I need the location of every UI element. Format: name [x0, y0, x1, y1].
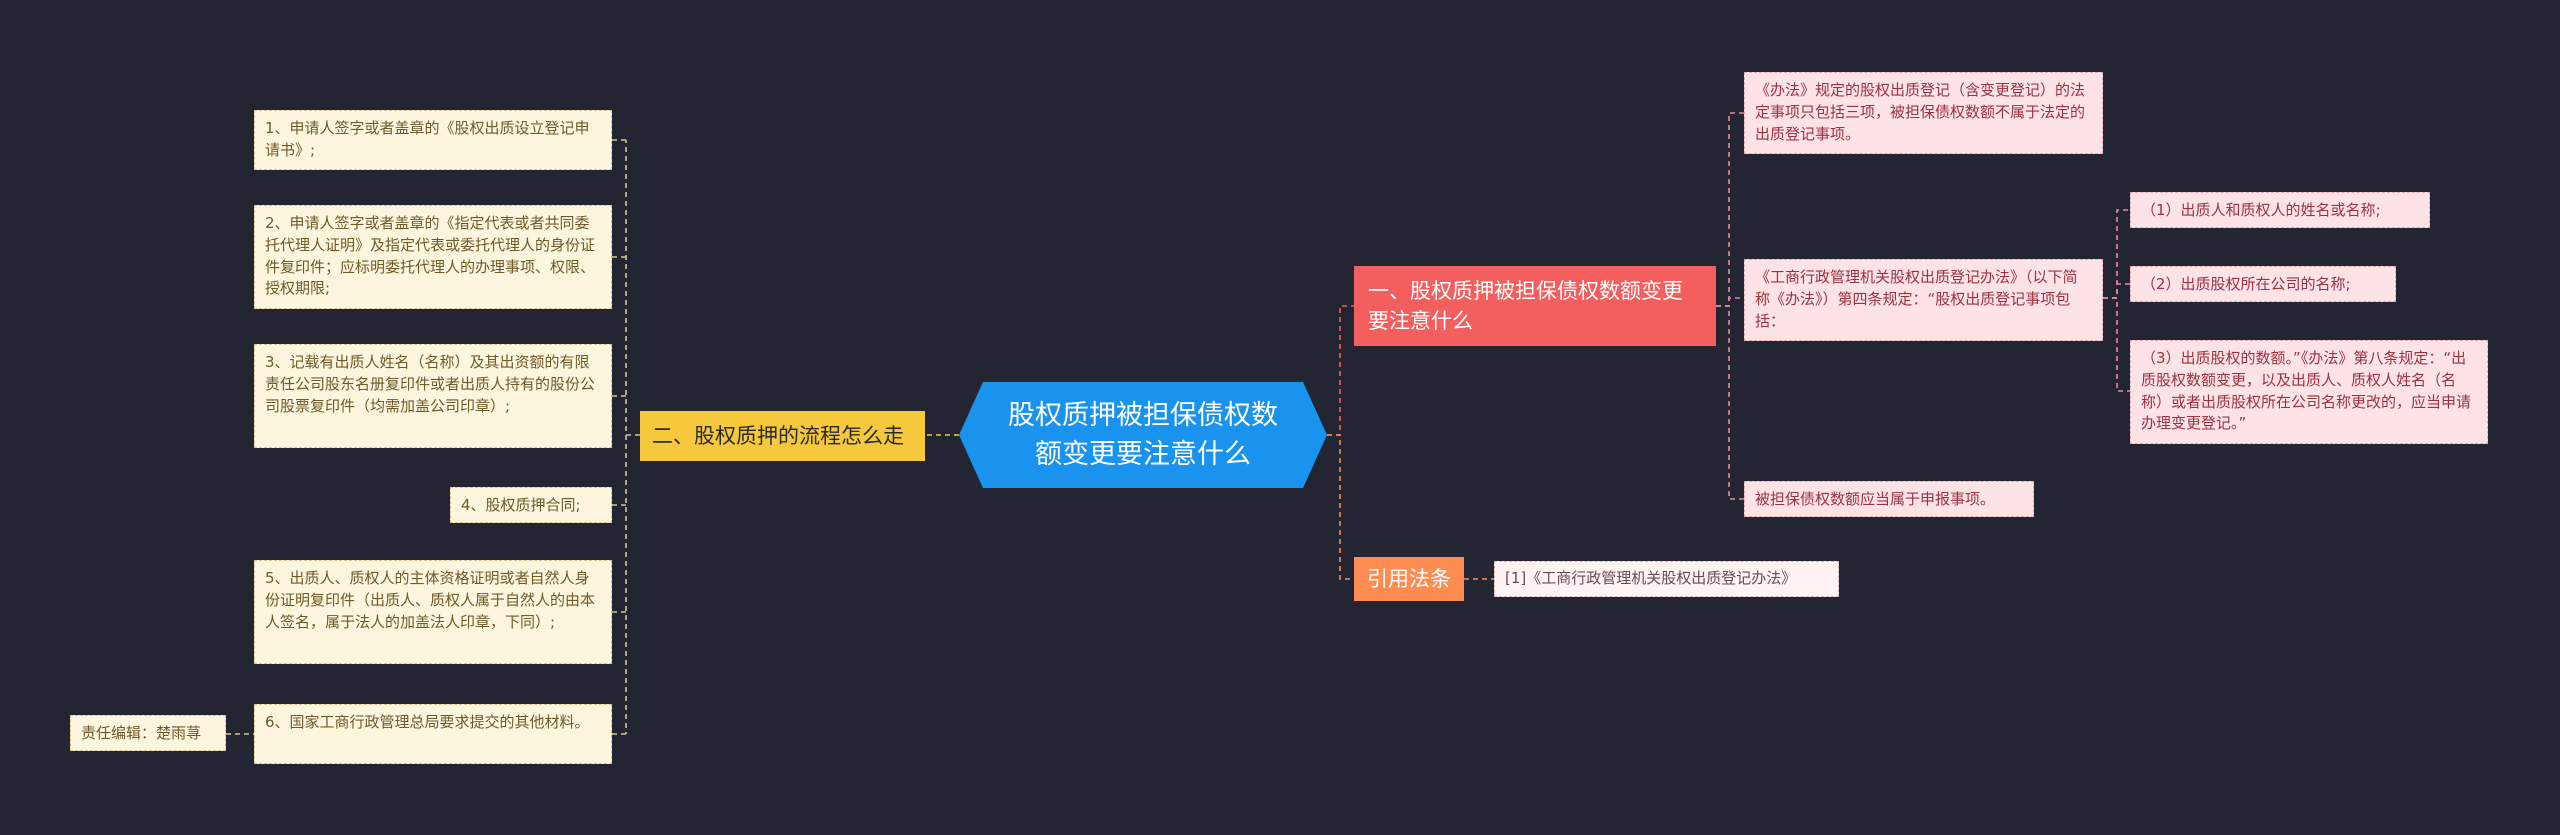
link-b1-leaf1 [1716, 112, 1744, 307]
leaf-text: 6、国家工商行政管理总局要求提交的其他材料。 [265, 713, 590, 731]
sub-leaf-3[interactable]: （3）出质股权的数额。”《办法》第八条规定：“出质股权数额变更，以及出质人、质权… [2130, 340, 2488, 444]
sub-leaf-2[interactable]: （2）出质股权所在公司的名称; [2130, 266, 2396, 302]
branch-1-leaf-2[interactable]: 《工商行政管理机关股权出质登记办法》（以下简称《办法》）第四条规定：“股权出质登… [1744, 259, 2103, 341]
leaf-text: 《办法》规定的股权出质登记（含变更登记）的法定事项只包括三项，被担保债权数额不属… [1755, 81, 2086, 143]
leaf-text: [1]《工商行政管理机关股权出质登记办法》 [1505, 569, 1797, 587]
branch-2-leaf-5[interactable]: 5、出质人、质权人的主体资格证明或者自然人身份证明复印件（出质人、质权人属于自然… [254, 560, 612, 664]
leaf-text: （3）出质股权的数额。”《办法》第八条规定：“出质股权数额变更，以及出质人、质权… [2141, 349, 2472, 433]
branch-2-leaf-2[interactable]: 2、申请人签字或者盖章的《指定代表或者共同委托代理人证明》及指定代表或委托代理人… [254, 205, 612, 309]
branch-2-leaf-6[interactable]: 6、国家工商行政管理总局要求提交的其他材料。 [254, 704, 612, 764]
branch-3-leaf-1[interactable]: [1]《工商行政管理机关股权出质登记办法》 [1494, 561, 1839, 597]
link-sub1 [2103, 209, 2130, 299]
leaf-text: 5、出质人、质权人的主体资格证明或者自然人身份证明复印件（出质人、质权人属于自然… [265, 569, 596, 631]
leaf-text: 4、股权质押合同; [461, 496, 581, 514]
branch-1-leaf-1[interactable]: 《办法》规定的股权出质登记（含变更登记）的法定事项只包括三项，被担保债权数额不属… [1744, 72, 2103, 154]
branch-2-label: 二、股权质押的流程怎么走 [652, 423, 904, 448]
link-sub3 [2103, 297, 2130, 392]
branch-1-topic[interactable]: 一、股权质押被担保债权数额变更要注意什么 [1354, 266, 1716, 346]
branch-3-topic[interactable]: 引用法条 [1354, 557, 1464, 601]
root-topic[interactable]: 股权质押被担保债权数额变更要注意什么 [959, 382, 1327, 488]
branch-1-label: 一、股权质押被担保债权数额变更要注意什么 [1368, 278, 1683, 333]
editor-credit-text: 责任编辑：楚雨荨 [81, 724, 202, 742]
link-b2-bus [612, 139, 640, 735]
branch-3-label: 引用法条 [1367, 566, 1451, 591]
leaf-text: 《工商行政管理机关股权出质登记办法》（以下简称《办法》）第四条规定：“股权出质登… [1755, 268, 2078, 330]
branch-2-leaf-1[interactable]: 1、申请人签字或者盖章的《股权出质设立登记申请书》; [254, 110, 612, 170]
leaf-text: 3、记载有出质人姓名（名称）及其出资额的有限责任公司股东名册复印件或者出质人持有… [265, 353, 596, 415]
branch-2-topic[interactable]: 二、股权质押的流程怎么走 [640, 411, 925, 461]
link-b1-leaf2 [1716, 297, 1744, 307]
leaf-text: 2、申请人签字或者盖章的《指定代表或者共同委托代理人证明》及指定代表或委托代理人… [265, 214, 596, 298]
sub-leaf-1[interactable]: （1）出质人和质权人的姓名或名称; [2130, 192, 2430, 228]
leaf-text: （2）出质股权所在公司的名称; [2141, 275, 2351, 293]
link-sub2 [2103, 283, 2130, 299]
leaf-text: （1）出质人和质权人的姓名或名称; [2141, 201, 2381, 219]
branch-2-leaf-3[interactable]: 3、记载有出质人姓名（名称）及其出资额的有限责任公司股东名册复印件或者出质人持有… [254, 344, 612, 448]
branch-1-leaf-3[interactable]: 被担保债权数额应当属于申报事项。 [1744, 481, 2034, 517]
link-root-branch3 [1327, 434, 1354, 580]
link-root-branch1 [1327, 305, 1354, 436]
leaf-text: 被担保债权数额应当属于申报事项。 [1755, 490, 1996, 508]
editor-credit: 责任编辑：楚雨荨 [70, 715, 226, 751]
leaf-text: 1、申请人签字或者盖章的《股权出质设立登记申请书》; [265, 119, 590, 159]
link-b1-leaf3 [1716, 305, 1744, 500]
branch-2-leaf-4[interactable]: 4、股权质押合同; [450, 487, 612, 523]
root-topic-label: 股权质押被担保债权数额变更要注意什么 [1008, 399, 1278, 470]
